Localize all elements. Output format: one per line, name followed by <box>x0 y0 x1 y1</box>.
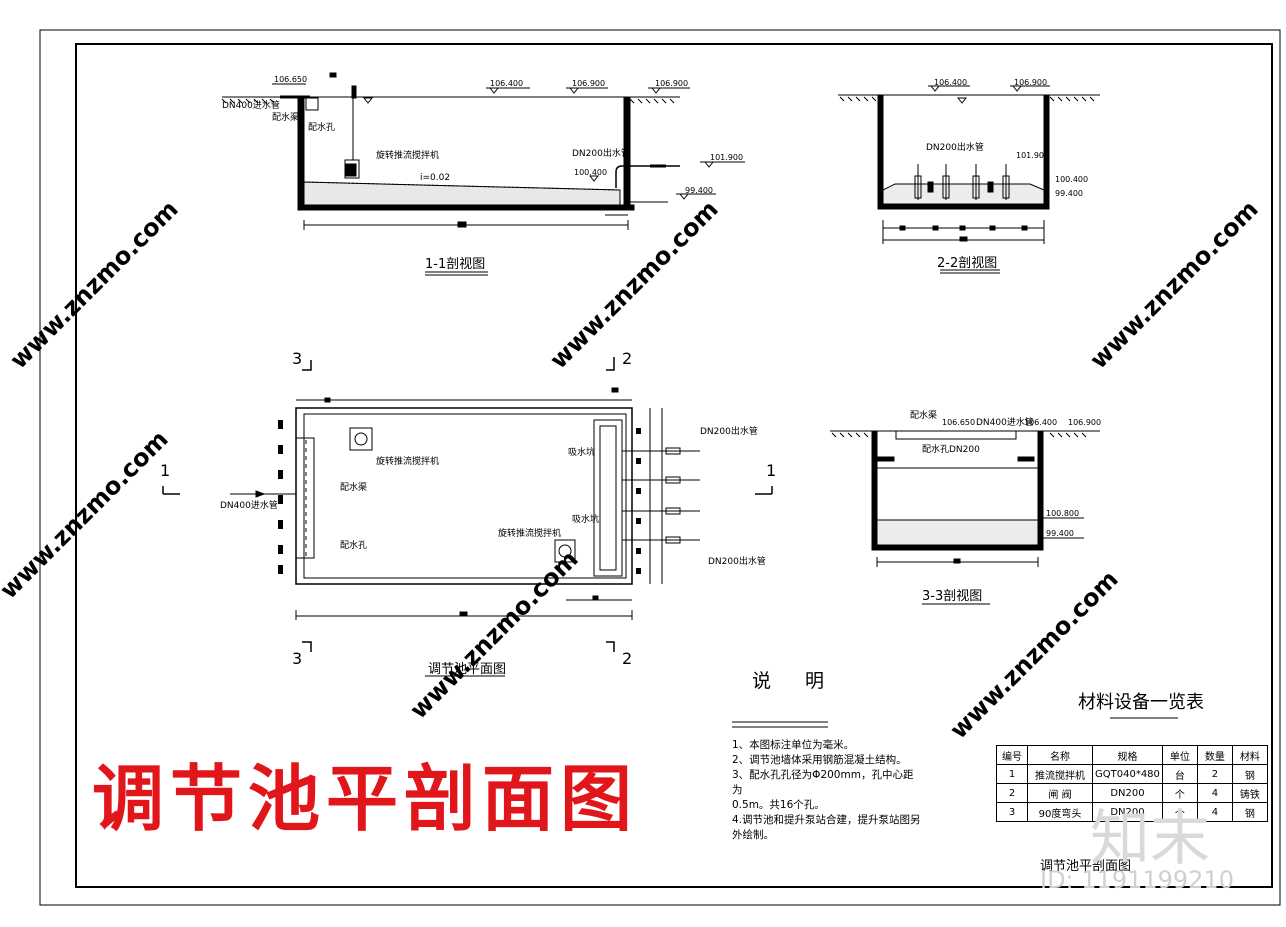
label-mixer-plan-1: 旋转推流搅拌机 <box>376 455 439 467</box>
mark-3-top: 3 <box>292 349 302 368</box>
cell: 台 <box>1161 764 1198 784</box>
section-1-1 <box>221 72 745 230</box>
note-item: 1、本图标注单位为毫米。 <box>732 739 855 751</box>
label-dist-hole-dn: 配水孔DN200 <box>922 443 980 455</box>
elev-106-400-a: 106.400 <box>490 79 523 88</box>
label-outlet-plan-1: DN200出水管 <box>700 425 758 437</box>
elev-99-400-c: 99.400 <box>1046 529 1074 538</box>
elev-99-400-a: 99.400 <box>685 186 713 195</box>
label-outlet-2: DN200出水管 <box>926 141 984 153</box>
note-item: 0.5m。共16个孔。 <box>732 799 825 811</box>
elev-99-400-b: 99.400 <box>1055 189 1083 198</box>
watermark-3: www.znzmo.com <box>1084 195 1263 374</box>
th-spec: 规格 <box>1092 745 1163 765</box>
label-outlet-1: DN200出水管 <box>572 147 630 159</box>
label-suction-pit-1: 吸水坑 <box>568 446 595 458</box>
notes-title: 说 明 <box>752 670 839 692</box>
material-table-title: 材料设备一览表 <box>1078 692 1204 713</box>
watermark-4: www.znzmo.com <box>0 425 174 604</box>
mark-1-right: 1 <box>766 461 776 480</box>
cell: 铸铁 <box>1231 783 1268 803</box>
note-item: 2、调节池墙体采用钢筋混凝土结构。 <box>732 754 907 766</box>
label-mixer-plan-2: 旋转推流搅拌机 <box>498 527 561 539</box>
label-dist-channel-plan: 配水渠 <box>340 481 367 493</box>
elev-106-650-a: 106.650 <box>274 75 307 84</box>
watermark-5: www.znzmo.com <box>404 545 583 724</box>
cell: GQT040*480 <box>1092 764 1163 784</box>
table-row: 3 90度弯头 DN200 个 4 钢 <box>996 802 1268 822</box>
label-dist-channel-1: 配水渠 <box>272 111 299 123</box>
main-title: 调节池平剖面图 <box>92 756 639 841</box>
elev-106-900-a: 106.900 <box>572 79 605 88</box>
title-section-3-3: 3-3剖视图 <box>922 589 982 604</box>
elev-106-400-b: 106.400 <box>934 78 967 87</box>
section-3-3 <box>830 430 1100 567</box>
mark-2-bottom: 2 <box>622 649 632 668</box>
label-mixer-1: 旋转推流搅拌机 <box>376 149 439 161</box>
title-section-1-1: 1-1剖视图 <box>425 257 485 272</box>
brand-watermark: 知末 <box>1090 804 1210 874</box>
cell: 3 <box>996 802 1028 822</box>
inner-frame <box>75 43 1273 888</box>
table-row: 2 闸 阀 DN200 个 4 铸铁 <box>996 783 1268 803</box>
label-dist-hole-plan: 配水孔 <box>340 539 367 551</box>
table-caption: 调节池平剖面图 <box>1040 859 1132 874</box>
notes-list: 1、本图标注单位为毫米。 2、调节池墙体采用钢筋混凝土结构。 3、配水孔孔径为Φ… <box>732 738 922 843</box>
label-slope: i=0.02 <box>420 173 450 183</box>
elev-106-650-b: 106.650 <box>942 418 975 427</box>
th-no: 编号 <box>996 745 1028 765</box>
cell: 1 <box>996 764 1028 784</box>
th-qty: 数量 <box>1196 745 1233 765</box>
elev-100-400-a: 100.400 <box>574 168 607 177</box>
label-suction-pit-2: 吸水坑 <box>572 513 599 525</box>
elev-106-900-b: 106.900 <box>655 79 688 88</box>
th-name: 名称 <box>1027 745 1093 765</box>
note-item: 4.调节池和提升泵站合建，提升泵站图另外绘制。 <box>732 814 921 841</box>
elev-100-800: 100.800 <box>1046 509 1079 518</box>
section-2-2 <box>838 85 1100 244</box>
mark-3-bottom: 3 <box>292 649 302 668</box>
watermark-1: www.znzmo.com <box>4 195 183 374</box>
plan-view <box>162 357 773 652</box>
label-outlet-plan-2: DN200出水管 <box>708 555 766 567</box>
mark-2-top: 2 <box>622 349 632 368</box>
note-item: 3、配水孔孔径为Φ200mm，孔中心距为 <box>732 769 914 796</box>
material-table: 编号 名称 规格 单位 数量 材料 1 推流搅拌机 GQT040*480 台 2… <box>996 745 1268 822</box>
cell: 钢 <box>1231 764 1268 784</box>
cell: 钢 <box>1231 802 1268 822</box>
th-material: 材料 <box>1231 745 1268 765</box>
mark-1-left: 1 <box>160 461 170 480</box>
th-unit: 单位 <box>1161 745 1198 765</box>
table-row: 1 推流搅拌机 GQT040*480 台 2 钢 <box>996 764 1268 784</box>
label-inlet-pipe-3: DN400进水管 <box>976 416 1034 428</box>
title-section-2-2: 2-2剖视图 <box>937 256 997 271</box>
cell: 闸 阀 <box>1027 783 1093 803</box>
cell: 90度弯头 <box>1027 802 1093 822</box>
elev-106-900-d: 106.900 <box>1068 418 1101 427</box>
elev-106-900-c: 106.900 <box>1014 78 1047 87</box>
cell: 2 <box>1196 764 1233 784</box>
label-inlet-pipe-plan: DN400进水管 <box>220 499 278 511</box>
cell: 2 <box>996 783 1028 803</box>
elev-101-900-b: 101.900 <box>1016 151 1049 160</box>
label-dist-hole-1: 配水孔 <box>308 121 335 133</box>
watermark-2: www.znzmo.com <box>544 195 723 374</box>
cell: 个 <box>1161 802 1198 822</box>
elev-100-400-b: 100.400 <box>1055 175 1088 184</box>
table-header-row: 编号 名称 规格 单位 数量 材料 <box>996 745 1268 765</box>
cell: 推流搅拌机 <box>1027 764 1093 784</box>
elev-101-900-a: 101.900 <box>710 153 743 162</box>
label-inlet-pipe-1: DN400进水管 <box>222 99 280 111</box>
elev-106-400-c: 106.400 <box>1024 418 1057 427</box>
label-dist-channel-3: 配水渠 <box>910 409 937 421</box>
id-watermark: ID: 1191199210 <box>1040 866 1234 894</box>
title-plan: 调节池平面图 <box>428 662 506 677</box>
outer-frame <box>39 29 1281 906</box>
